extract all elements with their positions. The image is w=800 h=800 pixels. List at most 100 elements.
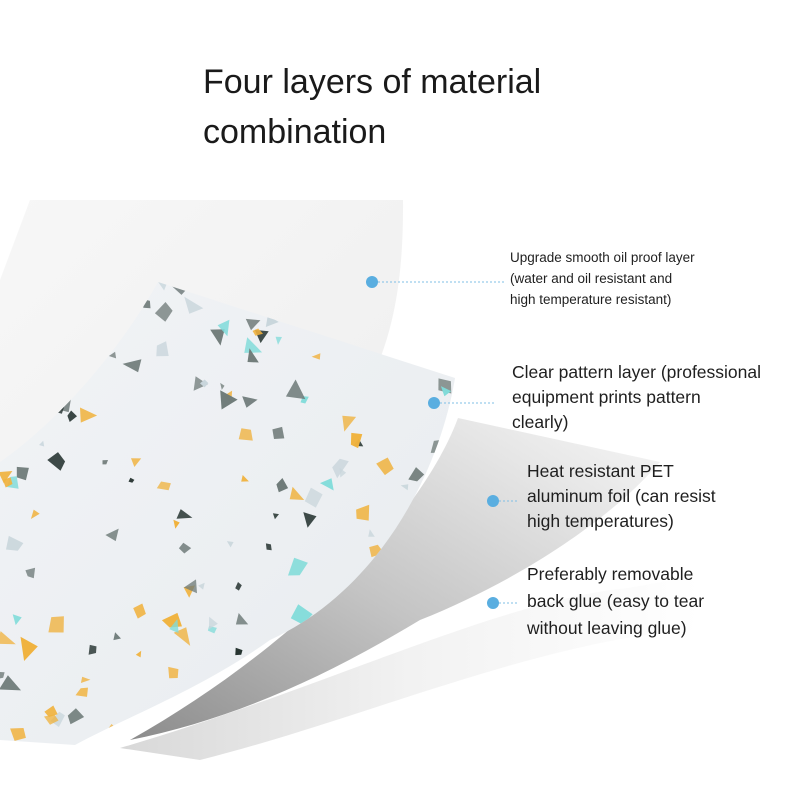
terrazzo-chip	[245, 318, 261, 331]
terrazzo-chip	[265, 543, 272, 551]
terrazzo-chip	[220, 390, 238, 410]
terrazzo-chip	[400, 484, 409, 491]
terrazzo-chip	[12, 614, 22, 626]
page-title: Four layers of material combination	[203, 57, 623, 157]
terrazzo-chip	[176, 509, 193, 519]
label-line: Preferably removable	[527, 564, 694, 584]
terrazzo-chip	[183, 579, 197, 594]
terrazzo-chip	[241, 475, 249, 482]
terrazzo-chip	[105, 528, 119, 542]
terrazzo-chip	[39, 440, 45, 447]
terrazzo-chip	[10, 728, 26, 741]
terrazzo-chip	[184, 296, 204, 314]
terrazzo-chip	[173, 519, 180, 529]
terrazzo-chip	[154, 302, 173, 322]
terrazzo-chip	[272, 426, 285, 439]
terrazzo-chip	[210, 329, 225, 346]
terrazzo-chip	[320, 478, 334, 491]
label-line: equipment prints pattern	[512, 387, 701, 407]
terrazzo-chip	[88, 644, 97, 655]
terrazzo-chip	[0, 675, 21, 691]
layer-label-foil: Heat resistant PET aluminum foil (can re…	[527, 459, 716, 534]
terrazzo-chip	[235, 613, 249, 625]
terrazzo-chip	[311, 353, 321, 360]
terrazzo-chip	[217, 319, 230, 337]
terrazzo-chip	[47, 452, 66, 471]
terrazzo-chip	[0, 631, 16, 645]
terrazzo-chip	[0, 471, 13, 484]
terrazzo-chip	[200, 379, 209, 388]
callout-4	[487, 597, 518, 609]
terrazzo-chip	[247, 348, 259, 363]
terrazzo-chip	[285, 379, 306, 400]
terrazzo-chip	[20, 636, 38, 661]
terrazzo-chip	[75, 687, 88, 697]
layer-label-oil-proof: Upgrade smooth oil proof layer (water an…	[510, 247, 695, 310]
terrazzo-chip	[339, 467, 347, 478]
terrazzo-chip	[368, 529, 375, 537]
terrazzo-chip	[441, 271, 451, 282]
title-line-2: combination	[203, 112, 387, 151]
label-line: clearly)	[512, 412, 569, 432]
terrazzo-chip	[0, 671, 5, 680]
label-line: high temperatures)	[527, 511, 674, 531]
terrazzo-chip	[252, 328, 263, 336]
terrazzo-chip	[288, 557, 308, 576]
terrazzo-chip	[102, 460, 108, 465]
terrazzo-chip	[304, 487, 323, 508]
terrazzo-chip	[128, 477, 135, 483]
terrazzo-chip	[265, 315, 279, 327]
terrazzo-chip	[80, 407, 98, 423]
terrazzo-chip	[442, 742, 455, 745]
layer-label-back-glue: Preferably removable back glue (easy to …	[527, 561, 704, 642]
terrazzo-chip	[48, 616, 64, 633]
terrazzo-chip	[376, 457, 394, 476]
terrazzo-chip	[421, 333, 433, 350]
dot-marker-icon	[366, 276, 378, 288]
label-line: without leaving glue)	[527, 618, 687, 638]
terrazzo-chip	[342, 415, 357, 432]
terrazzo-chip	[30, 509, 40, 519]
terrazzo-chip	[99, 743, 113, 745]
terrazzo-chip	[208, 616, 218, 630]
terrazzo-chip	[67, 410, 77, 422]
terrazzo-chip	[113, 632, 121, 641]
terrazzo-chip	[289, 486, 305, 500]
callout-3	[487, 495, 518, 507]
terrazzo-chip	[122, 359, 142, 373]
terrazzo-chip	[303, 512, 317, 528]
terrazzo-chip	[25, 567, 36, 579]
terrazzo-chip	[235, 582, 242, 591]
dot-marker-icon	[428, 397, 440, 409]
terrazzo-chip	[133, 603, 146, 619]
terrazzo-chip	[244, 337, 263, 353]
callout-1	[366, 276, 505, 288]
terrazzo-chip	[67, 708, 85, 725]
terrazzo-chip	[198, 582, 205, 590]
terrazzo-chip	[235, 647, 243, 656]
terrazzo-chip	[168, 666, 179, 679]
dot-marker-icon	[487, 597, 499, 609]
terrazzo-chip	[408, 467, 425, 482]
terrazzo-chip	[426, 307, 442, 321]
foil-layer	[130, 418, 660, 740]
terrazzo-chip	[169, 619, 179, 634]
terrazzo-chip	[6, 535, 24, 551]
terrazzo-chip	[131, 458, 142, 467]
terrazzo-chip	[459, 607, 473, 623]
back-glue-layer	[120, 575, 700, 760]
terrazzo-chip	[156, 341, 169, 357]
label-line: back glue (easy to tear	[527, 591, 705, 611]
terrazzo-chip	[422, 708, 435, 725]
terrazzo-chip	[156, 481, 171, 491]
terrazzo-chip	[443, 331, 452, 340]
terrazzo-chip	[444, 360, 455, 371]
terrazzo-chip	[226, 541, 234, 548]
label-line: high temperature resistant)	[510, 292, 672, 307]
terrazzo-chip	[272, 513, 279, 520]
dot-marker-icon	[487, 495, 499, 507]
terrazzo-chip	[242, 396, 258, 408]
label-line: Clear pattern layer (professional	[512, 362, 762, 382]
